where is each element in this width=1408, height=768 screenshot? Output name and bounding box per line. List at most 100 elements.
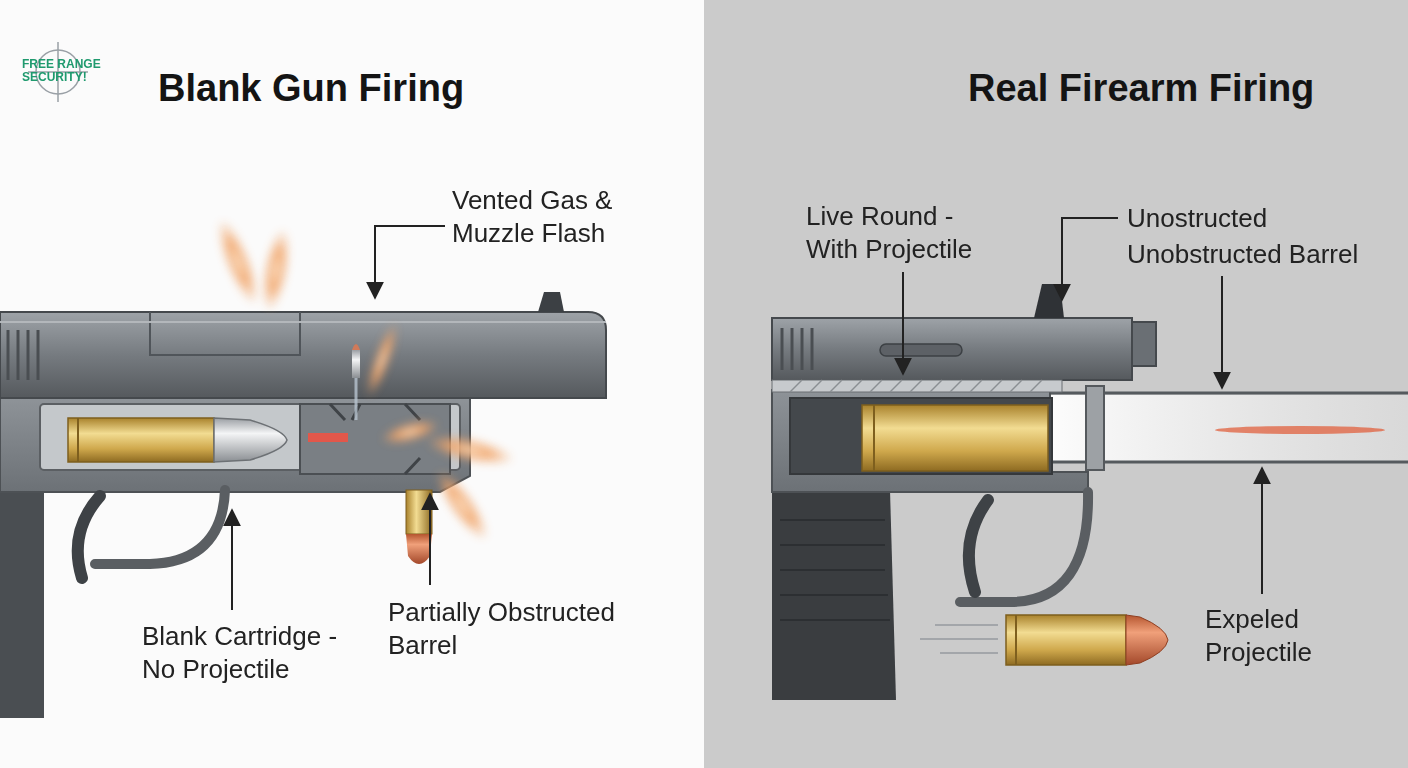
drawing-part	[352, 344, 360, 350]
drawing-part	[960, 492, 1088, 602]
drawing-part	[308, 433, 348, 442]
drawing-part	[990, 380, 1002, 392]
drawing-part	[920, 625, 998, 653]
drawing-part	[406, 490, 432, 534]
drawing-part	[850, 380, 862, 392]
drawing-part	[406, 534, 432, 564]
drawing-part	[375, 226, 445, 298]
drawing-part	[1006, 615, 1126, 665]
callout-label: Unostructed	[1127, 202, 1267, 235]
drawing-part	[378, 415, 441, 450]
drawing-part	[330, 404, 420, 474]
drawing-part	[969, 500, 988, 592]
drawing-part	[780, 519, 885, 521]
drawing-part	[1010, 380, 1022, 392]
drawing-part	[780, 594, 888, 596]
leader-lines	[232, 218, 1262, 610]
drawing-part	[870, 380, 882, 392]
drawing-part	[0, 398, 470, 492]
drawing-part	[780, 520, 890, 620]
drawing-part	[1132, 322, 1156, 366]
panel-band: Blank Gun Firing	[0, 0, 704, 768]
drawing-part	[890, 380, 902, 392]
drawing-part	[811, 328, 814, 370]
drawing-part	[77, 418, 79, 462]
drawing-part	[772, 380, 1062, 392]
drawing-part	[231, 510, 233, 610]
drawing-part	[930, 380, 942, 392]
drawing-part	[300, 404, 450, 474]
drawing-part	[780, 569, 885, 571]
drawing-part	[790, 380, 1042, 392]
drawing-part	[0, 321, 606, 323]
drawing-part	[902, 272, 904, 374]
drawing-part	[1015, 615, 1017, 665]
drawing-part	[790, 380, 802, 392]
drawing-part	[950, 380, 962, 392]
drawing-part	[210, 215, 267, 309]
callout-label: Blank Cartridge - No Projectile	[142, 620, 364, 687]
drawing-part	[428, 464, 496, 547]
drawing-part	[7, 330, 10, 380]
drawing-part	[791, 328, 794, 370]
drawing-part	[920, 638, 998, 640]
drawing-part	[970, 380, 982, 392]
drawing-part	[8, 330, 38, 380]
drawing-part	[1050, 395, 1408, 461]
drawing-part	[790, 398, 1052, 474]
drawing-part	[781, 328, 784, 370]
drawing-part	[780, 619, 890, 621]
drawing-part	[772, 390, 1088, 492]
drawing-part	[40, 404, 460, 470]
drawing-part	[772, 490, 896, 700]
callout-label: Expeled Projectile	[1205, 603, 1345, 670]
blank-gun-drawing	[0, 215, 606, 718]
drawing-part	[355, 378, 358, 420]
drawing-part	[361, 320, 403, 401]
drawing-part	[37, 330, 40, 380]
drawing-part	[214, 418, 287, 462]
drawing-part	[95, 490, 225, 564]
drawing-part	[801, 328, 804, 370]
drawing-part	[150, 312, 300, 355]
drawing-part	[78, 496, 100, 578]
drawing-part	[0, 312, 606, 398]
drawing-part	[27, 330, 30, 380]
callout-label: Live Round - With Projectile	[806, 200, 1006, 267]
drawing-part	[210, 215, 517, 546]
drawing-part	[17, 330, 20, 380]
panel-heading: Blank Gun Firing	[158, 66, 464, 112]
drawing-part	[1086, 386, 1104, 470]
drawing-part	[68, 418, 214, 462]
drawing-part	[352, 350, 360, 378]
callout-label: Vented Gas & Muzzle Flash	[452, 184, 642, 251]
drawing-part	[538, 292, 564, 312]
drawing-part	[1034, 284, 1064, 318]
drawing-part	[1050, 392, 1408, 395]
callout-label: Partially Obstructed Barrel	[388, 596, 660, 663]
drawing-part	[1215, 426, 1385, 434]
drawing-part	[1062, 218, 1118, 300]
drawing-part	[940, 652, 998, 654]
drawing-part	[257, 227, 295, 314]
logo-watermark: FREE RANGE SECURITY!	[22, 58, 118, 84]
drawing-part	[0, 488, 44, 718]
drawing-part	[772, 318, 1132, 380]
drawing-part	[935, 624, 998, 626]
drawing-part	[1261, 468, 1263, 594]
panel-heading: Real Firearm Firing	[968, 66, 1314, 112]
drawing-part	[873, 405, 875, 471]
drawing-part	[429, 494, 431, 585]
drawing-part	[880, 344, 962, 356]
drawing-part	[830, 380, 842, 392]
drawing-part	[1126, 615, 1168, 665]
drawing-part	[1030, 380, 1042, 392]
callout-label: Unobstructed Barrel	[1127, 238, 1358, 271]
drawing-part	[862, 405, 1048, 471]
drawing-part	[782, 328, 812, 370]
drawing-part	[423, 429, 516, 471]
drawing-part	[810, 380, 822, 392]
drawing-part	[1050, 461, 1408, 464]
